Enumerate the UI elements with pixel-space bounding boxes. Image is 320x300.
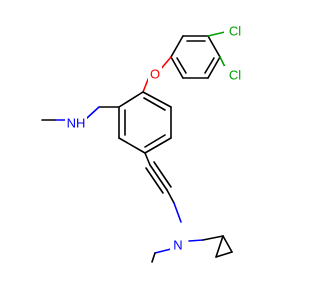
butynyl-chain [144, 152, 182, 223]
cl-bond-lower [219, 56, 226, 68]
cyclopropyl-ring [215, 235, 233, 258]
amine-substituents [151, 235, 224, 263]
central-benzene-ring [118, 91, 172, 154]
chemical-structure: Cl Cl O NH N [41, 22, 244, 263]
oxygen-label-text: O [150, 67, 160, 82]
nh-label-text: NH [67, 116, 86, 131]
n-label-text: N [173, 238, 182, 253]
methylaminomethyl-chain [41, 106, 120, 121]
dichlorophenyl-ring [170, 35, 221, 79]
nh-label: NH [65, 115, 87, 132]
cl-label-upper-text: Cl [229, 24, 241, 39]
cl-label-lower: Cl [224, 66, 244, 83]
cl-bond-upper [207, 31, 226, 37]
cl-label-lower-text: Cl [229, 68, 241, 83]
cl-label-upper: Cl [224, 22, 244, 39]
n-label: N [170, 236, 186, 253]
oxygen-label: O [148, 66, 162, 82]
